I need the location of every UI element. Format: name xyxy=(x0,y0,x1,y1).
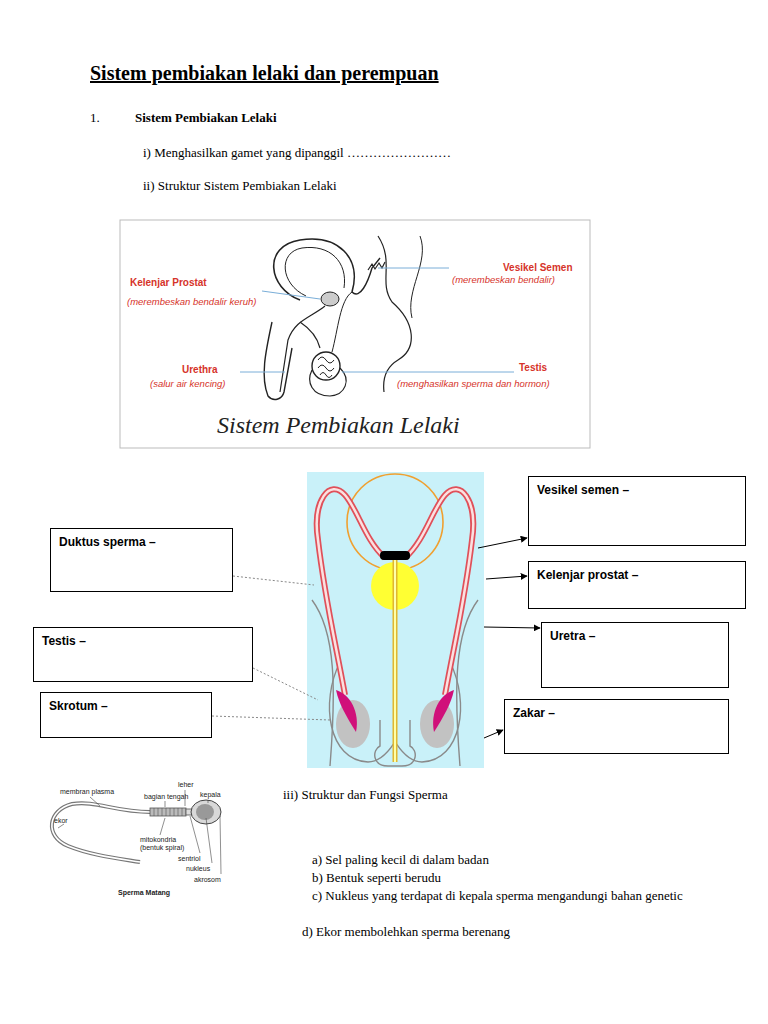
anatomy-photo xyxy=(378,236,411,392)
question-line: i) Menghasilkan gamet yang dipanggil ………… xyxy=(143,145,451,161)
answer-box: Kelenjar prostat – xyxy=(528,561,746,609)
part-note: (merembeskan bendalir keruh) xyxy=(127,296,256,307)
part-name: sentriol xyxy=(178,855,201,863)
image-caption: Sistem Pembiakan Lelaki xyxy=(217,412,460,439)
box-label: Duktus sperma – xyxy=(59,535,224,549)
pointer-arrow xyxy=(484,627,540,628)
sperm-figure xyxy=(52,803,150,862)
anatomy-photo xyxy=(300,322,320,348)
part-name: Vesikel Semen xyxy=(503,262,573,273)
anatomy-photo xyxy=(120,220,590,448)
anatomy-photo xyxy=(312,352,340,380)
front-diagram xyxy=(375,720,416,766)
anatomy-photo xyxy=(368,262,385,270)
sperm-figure xyxy=(196,804,214,820)
sperm-figure xyxy=(150,808,186,816)
box-label: Kelenjar prostat – xyxy=(537,568,737,582)
anatomy-photo xyxy=(310,368,346,396)
list-item: b) Bentuk seperti berudu xyxy=(312,870,712,886)
part-name: nukleus xyxy=(186,865,210,873)
answer-box: Zakar – xyxy=(504,699,729,754)
part-name: ekor xyxy=(54,817,68,825)
front-diagram xyxy=(380,551,410,560)
sperm-figure xyxy=(154,808,182,816)
box-label: Vesikel semen – xyxy=(537,483,737,497)
front-diagram xyxy=(393,558,398,762)
answer-box: Skrotum – xyxy=(40,692,212,738)
list-item: d) Ekor membolehkan sperma berenang xyxy=(302,924,722,940)
answer-box: Vesikel semen – xyxy=(528,476,746,546)
anatomy-photo xyxy=(332,292,352,352)
anatomy-photo xyxy=(318,357,334,378)
part-note: (merembeskan bendalir) xyxy=(452,274,555,285)
part-name: membran plasma xyxy=(60,788,114,796)
anatomy-photo xyxy=(120,220,590,448)
sperm-figure xyxy=(52,800,221,862)
list-item: a) Sel paling kecil di dalam badan xyxy=(312,852,712,868)
box-label: Uretra – xyxy=(550,629,720,643)
leader-line xyxy=(90,797,100,806)
leader-line xyxy=(58,790,221,874)
anatomy-photo xyxy=(274,239,355,300)
part-note: (salur air kencing) xyxy=(150,378,226,389)
leader-line xyxy=(378,268,449,269)
section-number: 1. xyxy=(90,110,100,126)
part-note: (menghasilkan sperma dan hormon) xyxy=(397,378,550,389)
leader-line xyxy=(58,824,64,828)
page-title: Sistem pembiakan lelaki dan perempuan xyxy=(90,62,439,85)
figure-caption: Sperma Matang xyxy=(118,889,170,896)
front-diagram xyxy=(336,690,357,732)
leader-line xyxy=(160,818,165,835)
anatomy-photo xyxy=(264,322,292,399)
front-diagram xyxy=(433,690,454,732)
leader-line xyxy=(212,716,330,720)
leader-line xyxy=(233,576,314,585)
section-heading: Sistem Pembiakan Lelaki xyxy=(135,110,277,126)
part-name: akrosom xyxy=(194,876,221,884)
part-name: Testis xyxy=(519,362,547,373)
front-diagram xyxy=(394,558,396,762)
leader-line xyxy=(208,800,209,803)
subheading: iii) Struktur dan Fungsi Sperma xyxy=(283,787,448,803)
leader-line xyxy=(240,372,285,373)
part-name: kepala xyxy=(200,791,221,799)
answer-box: Testis – xyxy=(33,627,253,682)
sperm-figure xyxy=(191,800,221,824)
anatomy-photo xyxy=(321,292,339,306)
answer-box: Uretra – xyxy=(541,622,729,688)
part-name: leher xyxy=(178,781,194,789)
leader-line xyxy=(190,816,200,853)
box-label: Zakar – xyxy=(513,706,720,720)
leader-line xyxy=(262,291,320,299)
anatomy-photo xyxy=(411,236,423,318)
part-name: Kelenjar Prostat xyxy=(130,277,207,288)
part-name: bagian tengah xyxy=(144,793,188,801)
leader-line xyxy=(165,801,166,807)
leader-line xyxy=(342,372,514,373)
leader-line xyxy=(253,668,318,700)
box-label: Testis – xyxy=(42,634,244,648)
pointer-arrow xyxy=(478,538,527,548)
anatomy-photo xyxy=(352,258,380,294)
anatomy-photo xyxy=(285,247,344,296)
front-diagram xyxy=(307,472,484,768)
list-item: c) Nukleus yang terdapat di kepala sperm… xyxy=(312,888,729,904)
part-name: mitokondria (bentuk spiral) xyxy=(140,836,192,851)
front-diagram xyxy=(307,472,484,768)
box-label: Skrotum – xyxy=(49,699,203,713)
sperm-figure xyxy=(52,803,150,862)
pointer-arrow xyxy=(484,730,503,738)
answer-box: Duktus sperma – xyxy=(50,528,233,592)
part-name: Urethra xyxy=(182,364,218,375)
pointer-arrow xyxy=(486,576,527,579)
leader-line xyxy=(220,816,221,874)
leader-line xyxy=(206,818,212,863)
subheading: ii) Struktur Sistem Pembiakan Lelaki xyxy=(143,178,337,194)
